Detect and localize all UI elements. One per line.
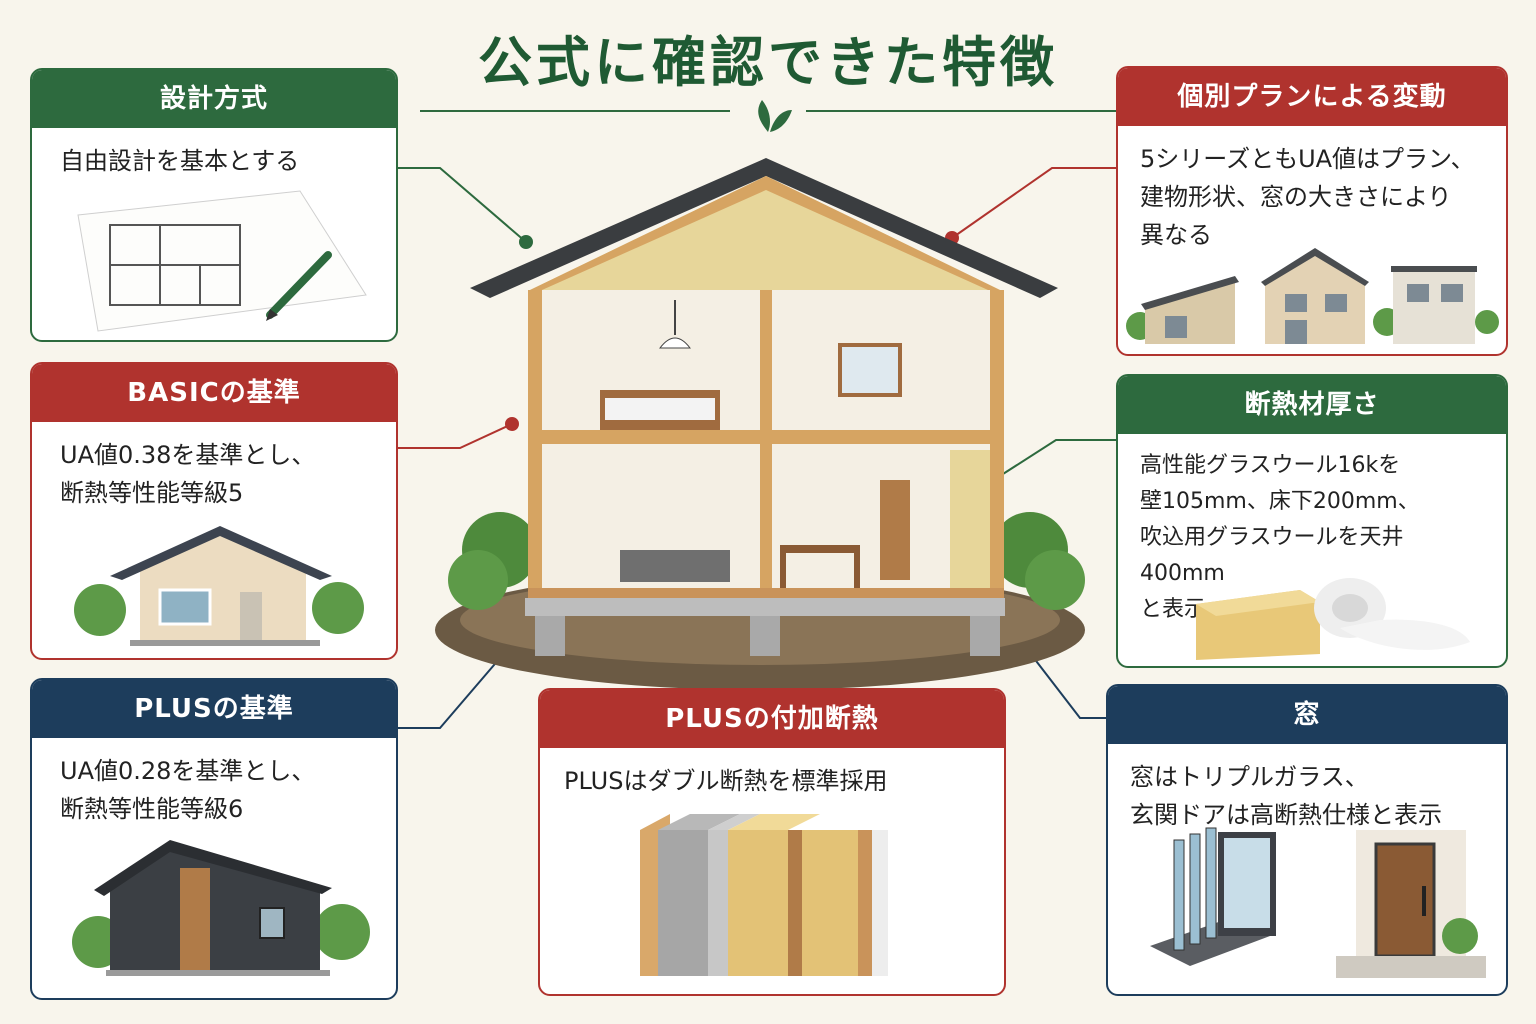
page-title: 公式に確認できた特徴 <box>478 31 1058 94</box>
card-heading: PLUSの付加断熱 <box>540 690 1004 748</box>
card-body: PLUSはダブル断熱を標準採用 <box>564 767 888 795</box>
card-body: 自由設計を基本とする <box>60 147 300 175</box>
triple-glass-window-and-door-illustration <box>1150 827 1486 978</box>
card-body: 5シリーズともUA値はプラン、 建物形状、窓の大きさにより 異なる <box>1140 145 1475 249</box>
card-body: UA値0.28を基準とし、 断熱等性能等級6 <box>60 757 316 823</box>
title-divider-left <box>420 110 730 112</box>
glass-wool-illustration <box>1196 578 1470 660</box>
card-heading: 断熱材厚さ <box>1118 376 1506 434</box>
basic-house-illustration <box>74 526 364 646</box>
floor-plan-drawing-illustration <box>77 190 367 332</box>
card-heading: 個別プランによる変動 <box>1118 68 1506 126</box>
card-body: UA値0.38を基準とし、 断熱等性能等級5 <box>60 441 316 507</box>
card-heading: BASICの基準 <box>32 364 396 422</box>
card-heading: 窓 <box>1108 686 1506 744</box>
card-body: 窓はトリプルガラス、 玄関ドアは高断熱仕様と表示 <box>1130 763 1442 829</box>
title-divider-right <box>806 110 1116 112</box>
card-heading: PLUSの基準 <box>32 680 396 738</box>
house-shapes-illustration <box>1126 248 1499 344</box>
house-cutaway-illustration <box>435 158 1085 690</box>
plus-house-illustration <box>72 840 370 976</box>
card-body: 高性能グラスウール16kを 壁105mm、床下200mm、 吹込用グラスウールを… <box>1140 453 1420 622</box>
card-heading: 設計方式 <box>32 70 396 128</box>
leaf-icon <box>758 100 792 132</box>
double-insulation-wall-section-illustration <box>640 814 888 976</box>
